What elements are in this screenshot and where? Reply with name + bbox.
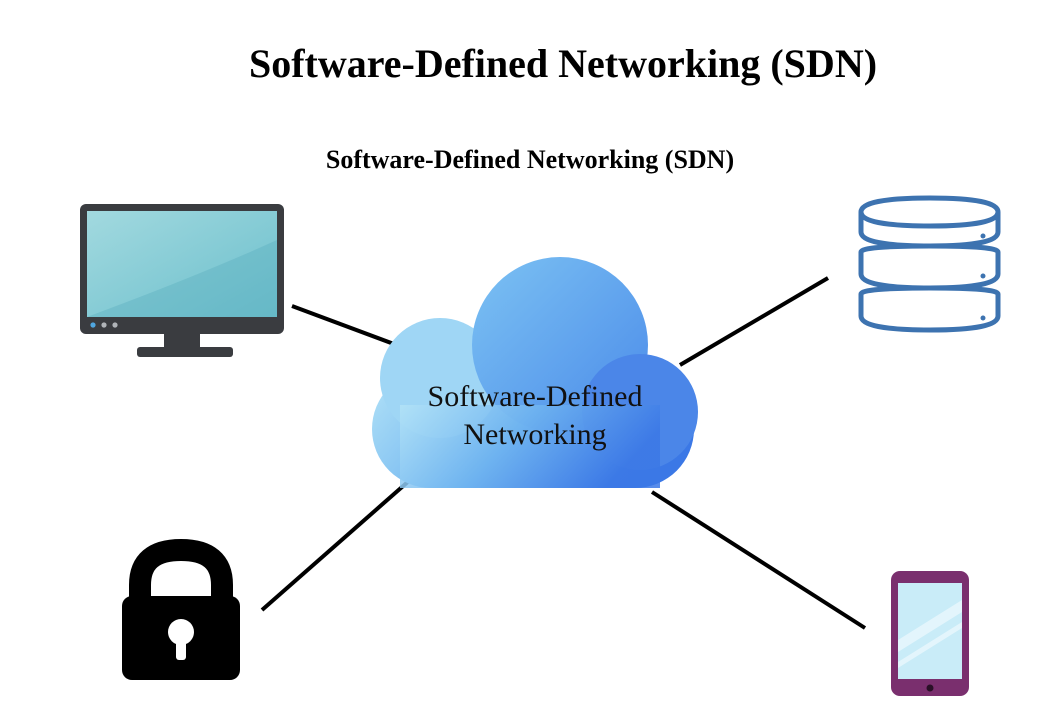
tablet-icon — [891, 571, 969, 696]
cloud-label: Software-Defined Networking — [370, 378, 700, 454]
cloud-label-line1: Software-Defined — [427, 380, 643, 413]
lock-icon — [122, 538, 240, 680]
monitor-icon — [80, 204, 284, 357]
database-icon — [858, 195, 1001, 333]
connector-monitor — [291, 304, 411, 352]
connector-database — [678, 276, 830, 367]
cloud-label-line2: Networking — [463, 418, 607, 451]
connector-tablet — [650, 490, 867, 630]
diagram-subtitle: Software-Defined Networking (SDN) — [325, 145, 735, 174]
cloud-icon — [372, 257, 698, 488]
connector-lock — [260, 478, 412, 612]
page-title: Software-Defined Networking (SDN) — [248, 41, 878, 86]
